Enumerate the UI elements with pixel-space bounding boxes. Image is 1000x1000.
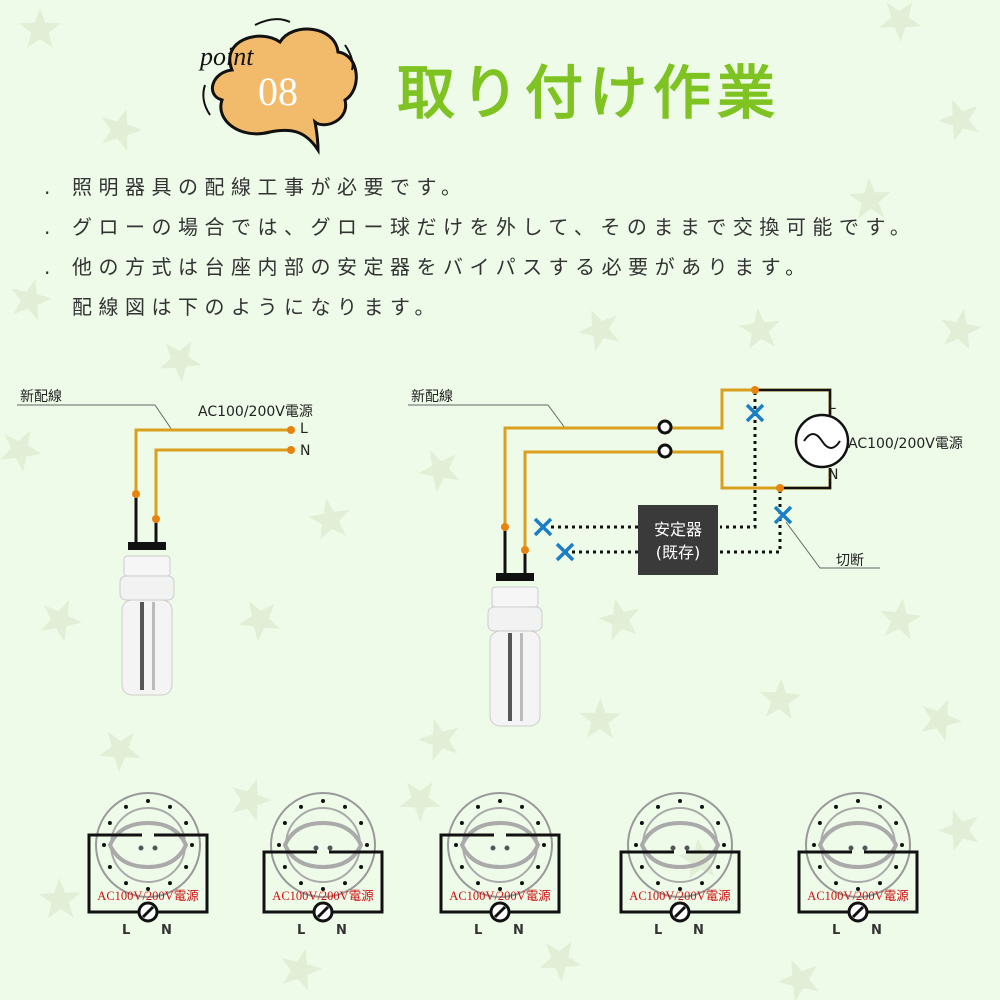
star-icon	[579, 698, 621, 738]
socket-diagram: AC100V/200V電源 L N	[797, 792, 919, 938]
socket-diagram: AC100V/200V電源 L N	[262, 792, 384, 938]
star-icon	[678, 838, 721, 879]
socket-n-label: N	[336, 923, 347, 938]
star-icon	[418, 718, 459, 761]
note-item: .照明器具の配線工事が必要です。	[44, 175, 468, 199]
left-power-label: AC100/200V電源	[198, 404, 313, 420]
star-icon	[102, 109, 142, 151]
socket-n-label: N	[693, 923, 704, 938]
right-n-label: N	[828, 467, 839, 483]
socket-l-label: L	[474, 923, 482, 938]
star-icon	[308, 498, 350, 540]
star-icon	[938, 99, 979, 142]
svg-text:安定器: 安定器	[654, 520, 702, 539]
star-icon	[738, 308, 780, 350]
socket-power-label: AC100V/200V電源	[272, 889, 374, 903]
badge-number: 08	[258, 69, 298, 114]
star-icon	[98, 731, 141, 772]
star-icon	[598, 598, 639, 641]
socket-n-label: N	[161, 923, 172, 938]
star-icon	[940, 308, 982, 350]
socket-power-label: AC100V/200V電源	[449, 889, 551, 903]
star-icon	[238, 601, 281, 642]
socket-l-label: L	[122, 923, 130, 938]
star-icon	[848, 178, 891, 219]
ballast-box	[638, 505, 718, 575]
socket-n-label: N	[871, 923, 882, 938]
badge-point-label: point	[198, 42, 254, 71]
star-icon	[938, 809, 979, 852]
star-icon	[0, 430, 42, 472]
star-icon	[759, 678, 802, 719]
star-icon	[879, 1, 922, 43]
right-new-wiring-label: 新配線	[411, 389, 453, 405]
socket-power-label: AC100V/200V電源	[97, 889, 199, 903]
star-icon	[578, 309, 619, 352]
right-l-label: L	[828, 397, 836, 413]
right-power-label: AC100/200V電源	[848, 436, 963, 452]
left-n-label: N	[300, 443, 311, 459]
point-badge: point 08	[198, 18, 358, 156]
notes-list: .照明器具の配線工事が必要です。 .グローの場合では、グロー球だけを外して、その…	[44, 172, 916, 332]
star-icon	[281, 948, 322, 991]
socket-diagram: AC100V/200V電源 L N	[87, 792, 209, 938]
socket-diagram: AC100V/200V電源 L N	[439, 792, 561, 938]
star-icon	[399, 782, 441, 822]
page-title: 取り付け作業	[397, 59, 782, 127]
socket-power-label: AC100V/200V電源	[807, 889, 909, 903]
star-icon	[40, 600, 82, 642]
svg-text:(既存): (既存)	[656, 543, 701, 562]
star-icon	[921, 699, 962, 742]
star-icon	[19, 8, 61, 48]
cut-label: 切断	[836, 553, 864, 569]
left-l-label: L	[300, 421, 308, 437]
left-new-wiring-label: 新配線	[20, 389, 62, 405]
star-icon	[232, 779, 272, 821]
note-item: .他の方式は台座内部の安定器をバイパスする必要があります。	[44, 255, 812, 279]
socket-l-label: L	[832, 923, 840, 938]
star-icon	[11, 278, 52, 321]
star-icon	[159, 341, 202, 382]
socket-diagram: AC100V/200V電源 L N	[619, 792, 741, 938]
star-icon	[778, 959, 819, 1000]
star-icon	[880, 598, 922, 640]
socket-n-label: N	[513, 923, 524, 938]
socket-l-label: L	[297, 923, 305, 938]
cut-mark-icons	[533, 403, 793, 562]
note-item: .グローの場合では、グロー球だけを外して、そのままで交換可能です。	[44, 215, 917, 239]
star-icon	[539, 941, 582, 982]
star-icon	[38, 878, 81, 919]
star-icon	[418, 450, 460, 492]
note-item: 配線図は下のようになります。	[72, 295, 441, 319]
socket-power-label: AC100V/200V電源	[629, 889, 731, 903]
socket-l-label: L	[654, 923, 662, 938]
